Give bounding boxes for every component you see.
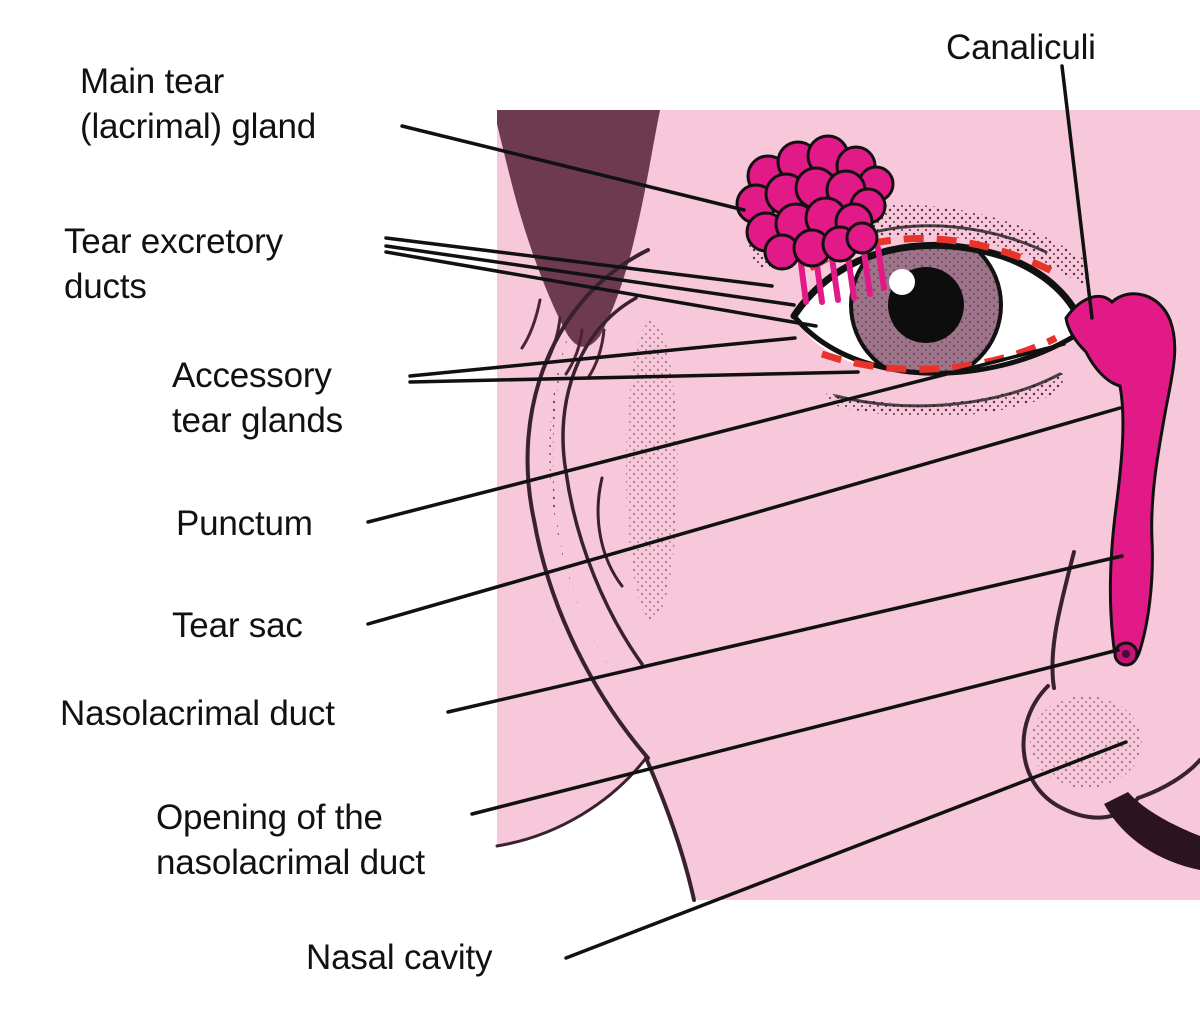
leader-punctum — [366, 342, 1066, 524]
label-tear-sac: Tear sac — [172, 606, 303, 645]
label-accessory-tear-glands: Accessory tear glands — [172, 356, 343, 440]
leader-excretory-duct-2 — [384, 244, 796, 307]
cheek-shading — [626, 320, 678, 620]
eye-inner — [849, 245, 1003, 373]
dashed-upper-lid — [808, 235, 1056, 276]
leader-excretory-duct-1 — [384, 236, 774, 288]
leader-accessory-2 — [408, 370, 860, 384]
leader-excretory-duct-3 — [384, 250, 818, 328]
leader-opening — [470, 648, 1120, 816]
leader-lines — [366, 64, 1128, 960]
nose-tip-shading — [1030, 696, 1142, 788]
eye-highlight — [889, 269, 915, 295]
below-jaw-white — [497, 758, 694, 900]
tear-duct-shape — [1064, 292, 1177, 667]
label-main-tear-gland: Main tear (lacrimal) gland — [80, 62, 317, 146]
label-opening-nasolacrimal-duct: Opening of the nasolacrimal duct — [156, 798, 425, 882]
label-punctum: Punctum — [176, 504, 313, 543]
label-nasolacrimal-duct: Nasolacrimal duct — [60, 694, 335, 733]
hair-patch — [497, 110, 660, 347]
label-tear-excretory-ducts: Tear excretory ducts — [64, 222, 283, 306]
leader-accessory-1 — [408, 336, 797, 378]
label-nasal-cavity: Nasal cavity — [306, 938, 493, 977]
leader-main-tear-gland — [400, 124, 746, 212]
duct-opening-center — [1122, 650, 1130, 658]
leader-nasolacrimal-duct — [446, 554, 1124, 714]
leader-nasal-cavity — [564, 740, 1128, 960]
label-canaliculi: Canaliculi — [946, 28, 1096, 67]
accessory-glands-dashed-lines — [808, 235, 1058, 373]
dashed-lower-lid — [820, 334, 1058, 373]
lacrimal-gland-shape — [735, 134, 895, 271]
leader-canaliculi — [1060, 64, 1094, 320]
nostril — [1104, 792, 1200, 870]
leader-tear-sac — [366, 406, 1122, 626]
